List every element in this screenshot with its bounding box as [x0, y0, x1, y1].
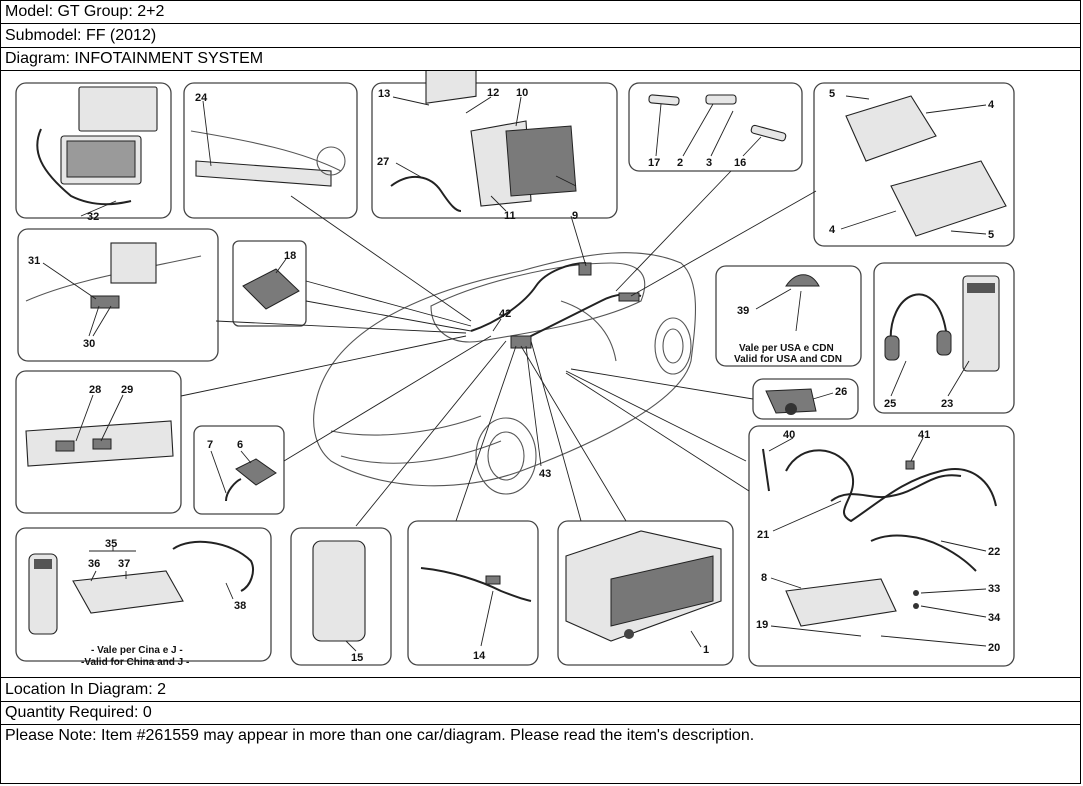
panel-32-display: 32 [15, 82, 172, 223]
callout-2: 2 [677, 157, 683, 169]
model-label: Model: GT Group: 2+2 [1, 1, 1080, 24]
callout-37: 37 [118, 558, 130, 570]
callout-10: 10 [516, 87, 528, 99]
diagram-title: Diagram: INFOTAINMENT SYSTEM [1, 48, 1080, 71]
panel-amplifier-modules: 13 12 10 27 11 9 [371, 35, 618, 222]
location-in-diagram: Location In Diagram: 2 [1, 679, 1080, 702]
callout-36: 36 [88, 558, 100, 570]
callout-35: 35 [105, 538, 117, 550]
callout-15: 15 [351, 652, 363, 664]
callout-42: 42 [499, 308, 511, 320]
callout-16: 16 [734, 157, 746, 169]
panel-6-7-sensor: 7 6 [193, 425, 285, 515]
callout-27: 27 [377, 156, 389, 168]
panel-15-cover: 15 [290, 527, 392, 666]
callout-28: 28 [89, 384, 101, 396]
callout-31: 31 [28, 255, 40, 267]
callout-14: 14 [473, 650, 486, 662]
callout-41: 41 [918, 429, 930, 441]
callout-8: 8 [761, 572, 767, 584]
panel-39-antenna: 39 Vale per USA e CDN Valid for USA and … [715, 265, 862, 367]
callout-17: 17 [648, 157, 660, 169]
callout-21: 21 [757, 529, 769, 541]
callout-24: 24 [195, 92, 208, 104]
callout-29: 29 [121, 384, 133, 396]
panel-amplifiers-4-5: 5 4 4 5 [813, 82, 1015, 247]
callout-30: 30 [83, 338, 95, 350]
note-china-it: - Vale per Cina e J - [91, 645, 183, 656]
callout-43: 43 [539, 468, 551, 480]
panel-headphones-remote: 25 23 [873, 262, 1015, 414]
callout-19: 19 [756, 619, 768, 631]
panel-connectors: 17 2 3 16 [628, 82, 803, 172]
callout-6: 6 [237, 439, 243, 451]
callout-7: 7 [207, 439, 213, 451]
panel-24-roof: 24 [183, 82, 358, 219]
callout-25: 25 [884, 398, 896, 410]
callout-3: 3 [706, 157, 712, 169]
callout-33: 33 [988, 583, 1000, 595]
note-china-en: -Valid for China and J - [81, 657, 189, 668]
callout-11: 11 [504, 210, 516, 222]
callout-5-bottom: 5 [988, 229, 994, 241]
callout-40: 40 [783, 429, 795, 441]
note-usa-en: Valid for USA and CDN [734, 354, 842, 365]
panel-18-module: 18 [232, 240, 307, 327]
submodel-label: Submodel: FF (2012) [1, 25, 1080, 48]
callout-18: 18 [284, 250, 296, 262]
callout-13: 13 [378, 88, 390, 100]
callout-9: 9 [572, 210, 578, 222]
callout-1: 1 [703, 644, 709, 656]
callout-12: 12 [487, 87, 499, 99]
panel-dashboard-28-29: 28 29 [15, 370, 182, 514]
callout-5-top: 5 [829, 88, 835, 100]
callout-34: 34 [988, 612, 1001, 624]
please-note: Please Note: Item #261559 may appear in … [5, 727, 755, 744]
quantity-required: Quantity Required: 0 [1, 702, 1080, 725]
callout-32: 32 [87, 211, 99, 223]
panel-26-camera: 26 [752, 378, 859, 420]
callout-22: 22 [988, 546, 1000, 558]
panel-china-module: 35 36 37 38 - Vale per Cina e J - -Valid… [15, 527, 272, 668]
infotainment-diagram: 32 24 [1, 35, 1080, 678]
callout-23: 23 [941, 398, 953, 410]
diagram-canvas: 32 24 [15, 35, 1015, 668]
panel-wiring-module: 40 41 21 22 8 33 34 19 20 [748, 425, 1015, 667]
note-usa-it: Vale per USA e CDN [739, 343, 834, 354]
callout-4-bottom: 4 [829, 224, 836, 236]
callout-26: 26 [835, 386, 847, 398]
callout-38: 38 [234, 600, 246, 612]
callout-4-top: 4 [988, 99, 995, 111]
leader-lines: 42 43 [180, 170, 817, 527]
panel-14-cable: 14 [407, 520, 539, 666]
car-outline [313, 252, 697, 495]
callout-39: 39 [737, 305, 749, 317]
callout-20: 20 [988, 642, 1000, 654]
panel-console-usb: 31 30 [17, 228, 219, 362]
panel-1-head-unit: 1 [557, 520, 734, 666]
